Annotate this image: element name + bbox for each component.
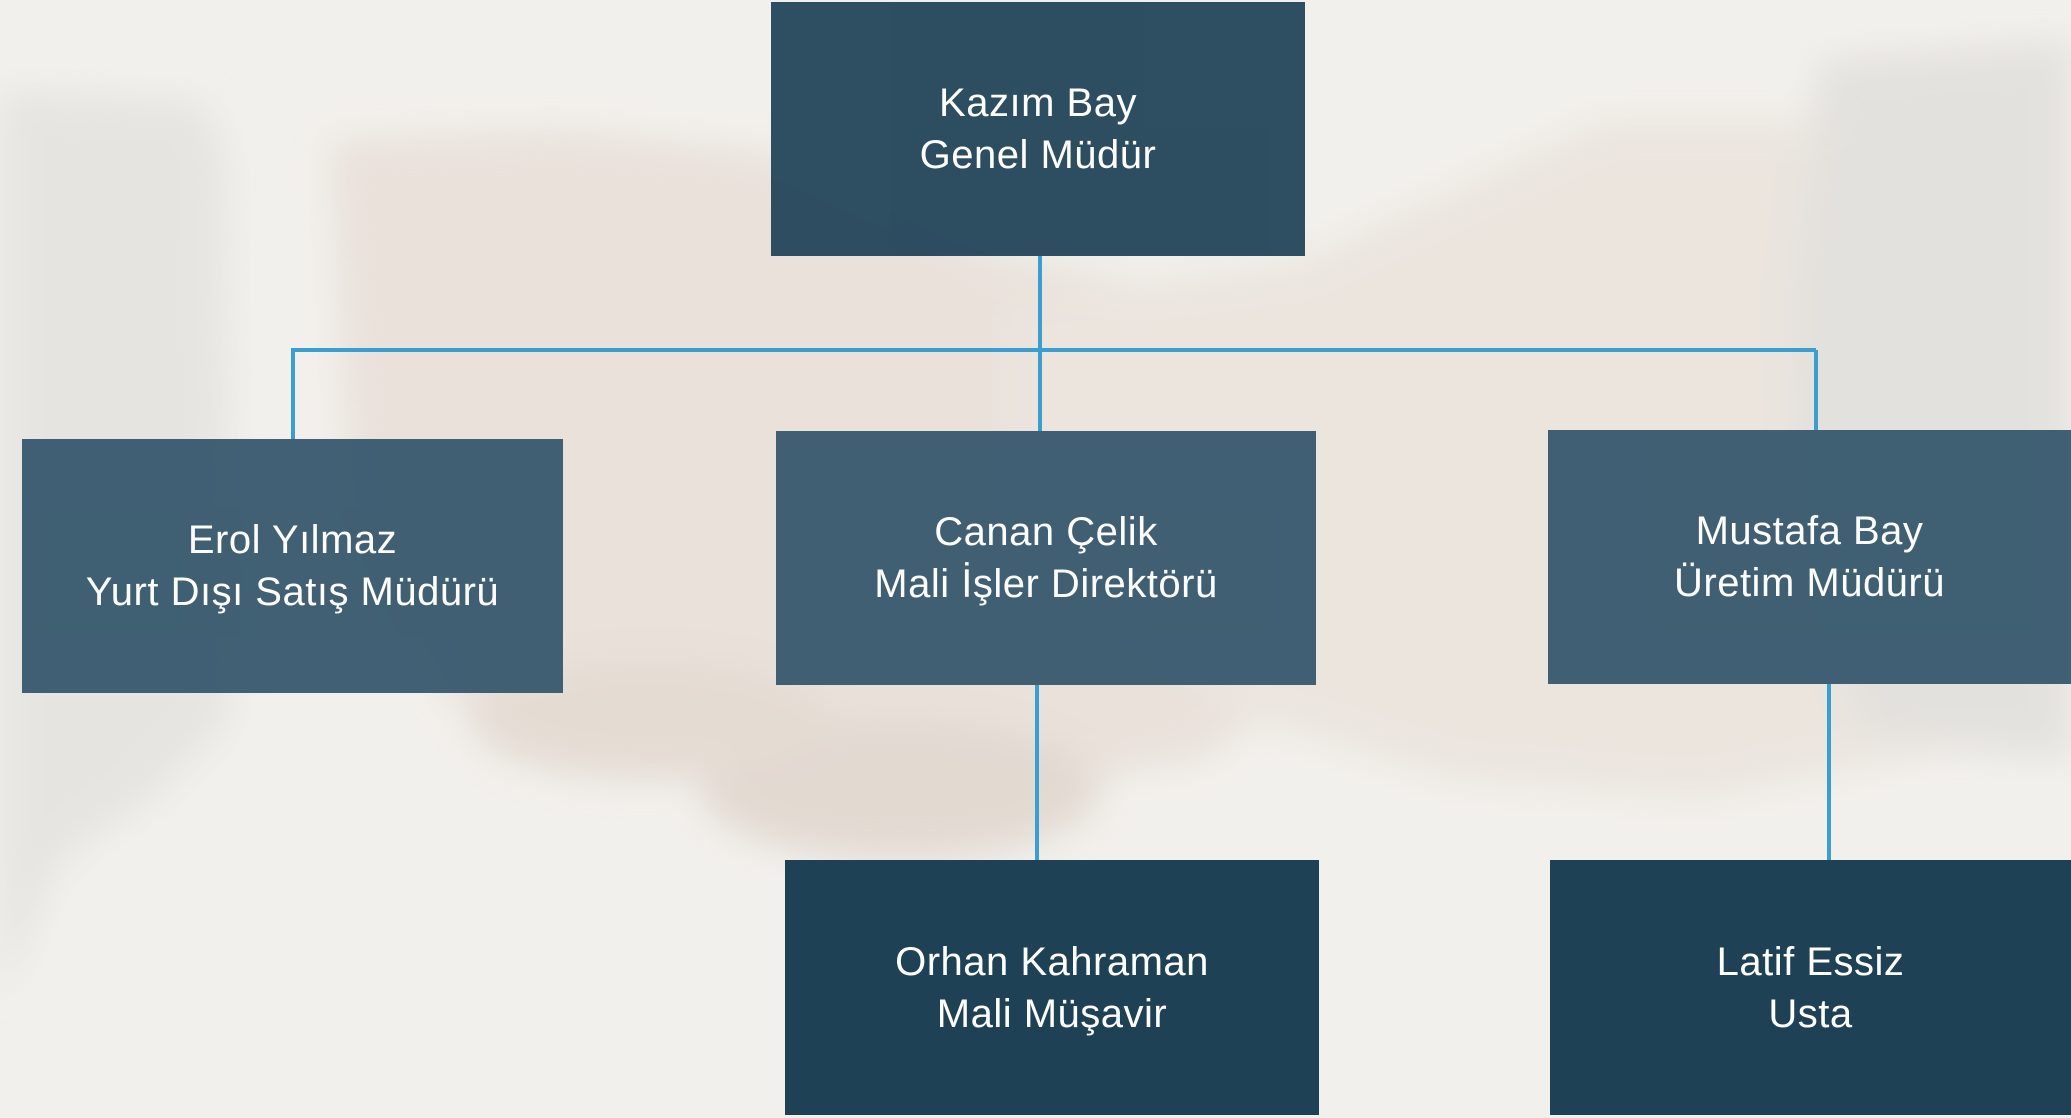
node-name: Erol Yılmaz [187,518,398,562]
node-name: Latif Essiz [1716,939,1905,984]
node-title: Genel Müdür [919,133,1157,177]
node-name: Kazım Bay [939,81,1137,125]
node-name: Orhan Kahraman [895,939,1209,984]
org-node-general-manager: Kazım Bay Genel Müdür [771,2,1305,256]
node-title: Usta [1768,991,1853,1036]
node-name: Canan Çelik [934,510,1158,554]
node-title: Mali Müşavir [936,991,1168,1036]
org-node-master-craftsman: Latif Essiz Usta [1550,860,2071,1115]
node-title: Yurt Dışı Satış Müdürü [85,570,500,614]
node-title: Mali İşler Direktörü [874,562,1218,606]
org-node-financial-advisor: Orhan Kahraman Mali Müşavir [785,860,1319,1115]
node-title: Üretim Müdürü [1673,561,1945,605]
org-node-production-manager: Mustafa Bay Üretim Müdürü [1548,430,2071,684]
org-node-finance-director: Canan Çelik Mali İşler Direktörü [776,431,1316,685]
node-name: Mustafa Bay [1695,509,1924,553]
org-node-export-sales-manager: Erol Yılmaz Yurt Dışı Satış Müdürü [22,439,563,693]
